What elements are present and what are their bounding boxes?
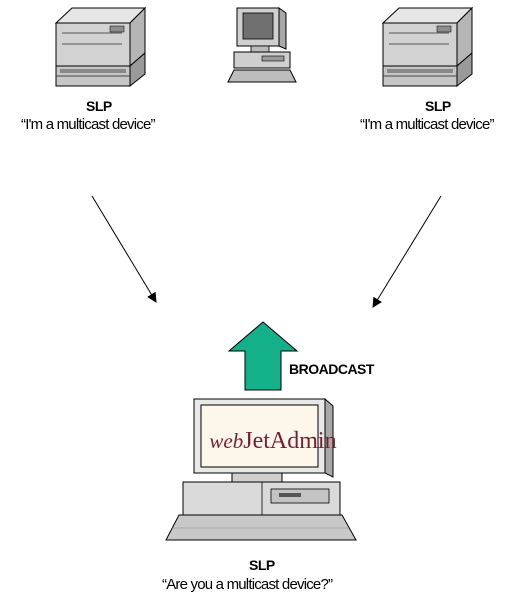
right-printer-message: “I'm a multicast device” <box>360 116 495 133</box>
management-computer-icon <box>165 397 357 541</box>
left-printer-protocol: SLP <box>86 98 112 114</box>
management-station-protocol: SLP <box>249 557 275 573</box>
broadcast-arrow <box>227 321 299 391</box>
right-printer-protocol: SLP <box>425 98 451 114</box>
left-printer-message: “I'm a multicast device” <box>21 116 156 133</box>
left-response-arrow <box>91 195 157 303</box>
top-computer-icon <box>227 7 297 83</box>
right-response-arrow <box>372 195 442 308</box>
management-station-message: “Are you a multicast device?” <box>162 576 333 593</box>
left-printer-icon <box>54 6 147 88</box>
broadcast-label: BROADCAST <box>289 361 374 377</box>
right-printer-icon <box>381 6 474 88</box>
